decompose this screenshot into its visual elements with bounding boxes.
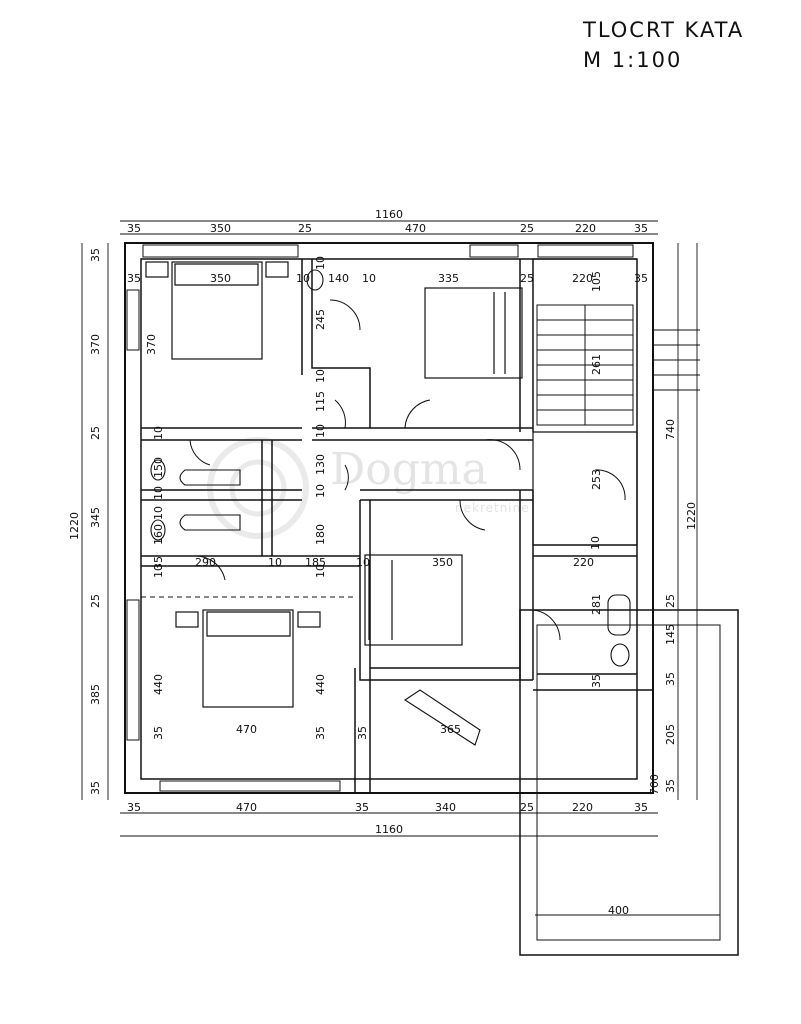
- dim-left-7: 35: [89, 781, 102, 795]
- dim-room-3: 115: [314, 391, 327, 412]
- dim-room-6: 150: [152, 457, 165, 478]
- dim-bot-5: 25: [520, 801, 534, 814]
- dim-top-1: 35: [127, 222, 141, 235]
- dim-small-23: 35: [356, 726, 369, 740]
- dim-left-6: 385: [89, 684, 102, 705]
- dim-room-10: 185: [305, 556, 326, 569]
- inner-wall-line: [140, 258, 638, 780]
- dim-right-1: 740: [664, 419, 677, 440]
- dim-rin-7: 700: [648, 774, 661, 795]
- dim-left-5: 25: [89, 594, 102, 608]
- dim-in-5: 10: [362, 272, 376, 285]
- dim-left-1: 35: [89, 248, 102, 262]
- dim-room-12: 350: [432, 556, 453, 569]
- dim-room-2: 245: [314, 309, 327, 330]
- dim-small-13: 10: [314, 484, 327, 498]
- dim-bot-2: 470: [236, 801, 257, 814]
- dim-right-2: 1220: [685, 502, 698, 530]
- dim-bot-total: 1160: [375, 823, 403, 836]
- dim-in-8: 220: [572, 272, 593, 285]
- dim-top-3: 25: [298, 222, 312, 235]
- dim-small-16: 10: [152, 564, 165, 578]
- watermark: Dogma nekretnine: [207, 437, 530, 539]
- dim-small-21: 35: [152, 726, 165, 740]
- dim-rin-4: 35: [664, 672, 677, 686]
- dim-room-13: 220: [573, 556, 594, 569]
- dim-room-4: 130: [314, 454, 327, 475]
- dim-top-total: 1160: [375, 208, 403, 221]
- dim-bot-3: 35: [355, 801, 369, 814]
- dim-room-5: 180: [314, 524, 327, 545]
- dim-top-4: 470: [405, 222, 426, 235]
- dim-small-22: 35: [314, 726, 327, 740]
- dim-rin-3: 145: [664, 624, 677, 645]
- dim-small-19: 10: [152, 506, 165, 520]
- dim-room-9: 10: [268, 556, 282, 569]
- dim-room-16: 281: [590, 594, 603, 615]
- dim-in-6: 335: [438, 272, 459, 285]
- dim-small-12: 10: [314, 424, 327, 438]
- dim-room-8: 290: [195, 556, 216, 569]
- plan-title: TLOCRT KATA: [583, 18, 745, 42]
- dim-top-7: 35: [634, 222, 648, 235]
- dim-bot-7: 35: [634, 801, 648, 814]
- dim-in-1: 35: [127, 272, 141, 285]
- dim-room-11: 10: [356, 556, 370, 569]
- dim-room-19: 470: [236, 723, 257, 736]
- plan-scale: M 1:100: [583, 48, 683, 72]
- dim-top-6: 220: [575, 222, 596, 235]
- dim-room-20: 365: [440, 723, 461, 736]
- dim-bot-4: 340: [435, 801, 456, 814]
- dim-small-24: 35: [590, 674, 603, 688]
- dim-room-15: 253: [590, 469, 603, 490]
- outer-wall: [124, 242, 654, 794]
- dim-left-total: 1220: [68, 512, 81, 540]
- dim-small-20: 35: [152, 556, 165, 570]
- dim-small-14: 10: [152, 426, 165, 440]
- watermark-brand: Dogma: [330, 444, 488, 495]
- dim-room-7: 160: [152, 524, 165, 545]
- dim-terrace: 400: [608, 904, 629, 917]
- dim-top-5: 25: [520, 222, 534, 235]
- dim-left-3: 25: [89, 426, 102, 440]
- watermark-sub: nekretnine: [455, 501, 530, 515]
- dim-in-3: 10: [296, 272, 310, 285]
- dim-small-11: 10: [314, 369, 327, 383]
- bed-3: [364, 554, 463, 646]
- dim-rin-5: 205: [664, 724, 677, 745]
- dim-rin-1: 105: [590, 271, 603, 292]
- bed-4: [202, 609, 294, 708]
- bed-1: [171, 261, 263, 360]
- dim-room-18: 440: [314, 674, 327, 695]
- dim-room-1: 370: [145, 334, 158, 355]
- dim-rin-2: 25: [664, 594, 677, 608]
- dim-in-9: 35: [634, 272, 648, 285]
- dim-small-15: 10: [152, 486, 165, 500]
- bed-2: [424, 287, 523, 379]
- dim-bot-1: 35: [127, 801, 141, 814]
- dim-in-2: 350: [210, 272, 231, 285]
- dim-in-4: 140: [328, 272, 349, 285]
- dim-small-10: 10: [314, 256, 327, 270]
- dim-bot-6: 220: [572, 801, 593, 814]
- terrace: [519, 609, 739, 956]
- dim-rin-6: 35: [664, 779, 677, 793]
- dim-room-14: 261: [590, 354, 603, 375]
- dim-room-17: 440: [152, 674, 165, 695]
- dim-small-17: 10: [589, 536, 602, 550]
- dim-top-2: 350: [210, 222, 231, 235]
- dim-small-18: 10: [314, 564, 327, 578]
- dim-left-4: 345: [89, 507, 102, 528]
- dim-left-2: 370: [89, 334, 102, 355]
- dim-in-7: 25: [520, 272, 534, 285]
